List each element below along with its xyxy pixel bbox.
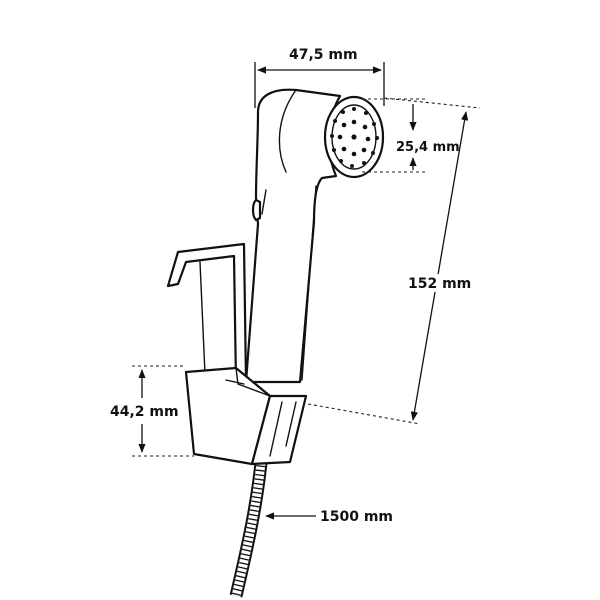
sprayer-handle (244, 88, 342, 384)
label-spray-face: 25,4 mm (396, 140, 460, 155)
label-holder-height: 44,2 mm (110, 404, 179, 420)
label-total-height: 152 mm (408, 276, 471, 292)
dim-total-height: 152 mm (307, 97, 481, 425)
hose (229, 451, 269, 598)
spray-head (323, 95, 385, 179)
dim-head-width: 47,5 mm (254, 47, 385, 108)
label-head-width: 47,5 mm (289, 47, 358, 63)
dim-hose-length: 1500 mm (265, 509, 393, 525)
cradle (184, 366, 308, 466)
label-hose-length: 1500 mm (320, 509, 393, 525)
dim-holder-height: 44,2 mm (110, 365, 194, 457)
spray-nozzles (330, 107, 379, 168)
hook-holder (166, 242, 248, 386)
